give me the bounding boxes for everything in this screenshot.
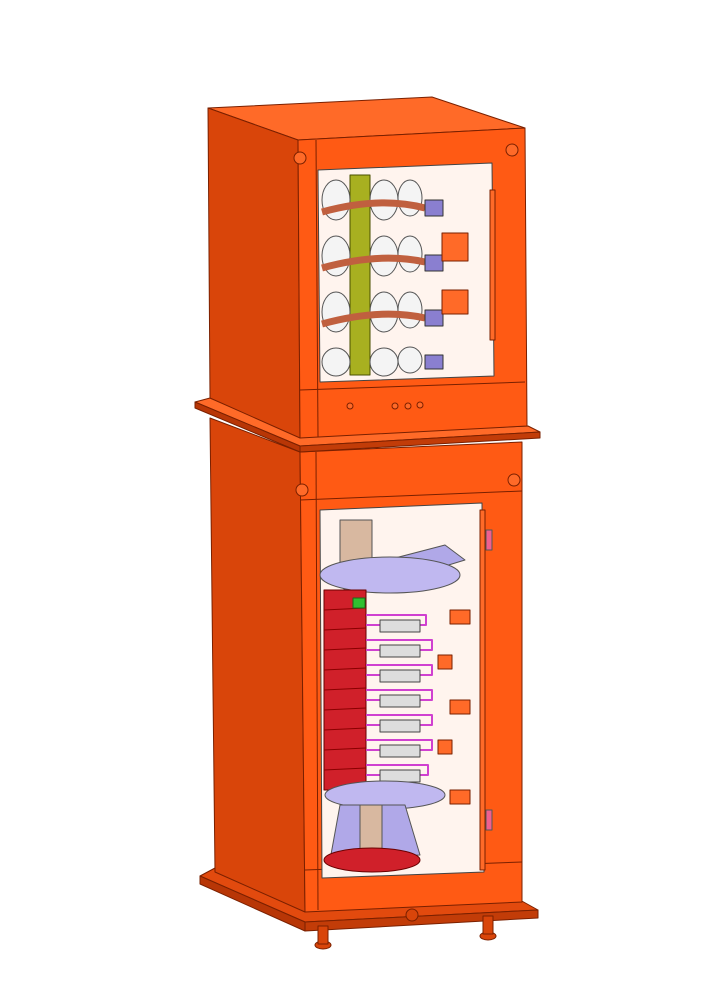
cabinet-base bbox=[199, 867, 539, 950]
upper-window bbox=[317, 162, 496, 383]
lower-window bbox=[319, 502, 493, 879]
